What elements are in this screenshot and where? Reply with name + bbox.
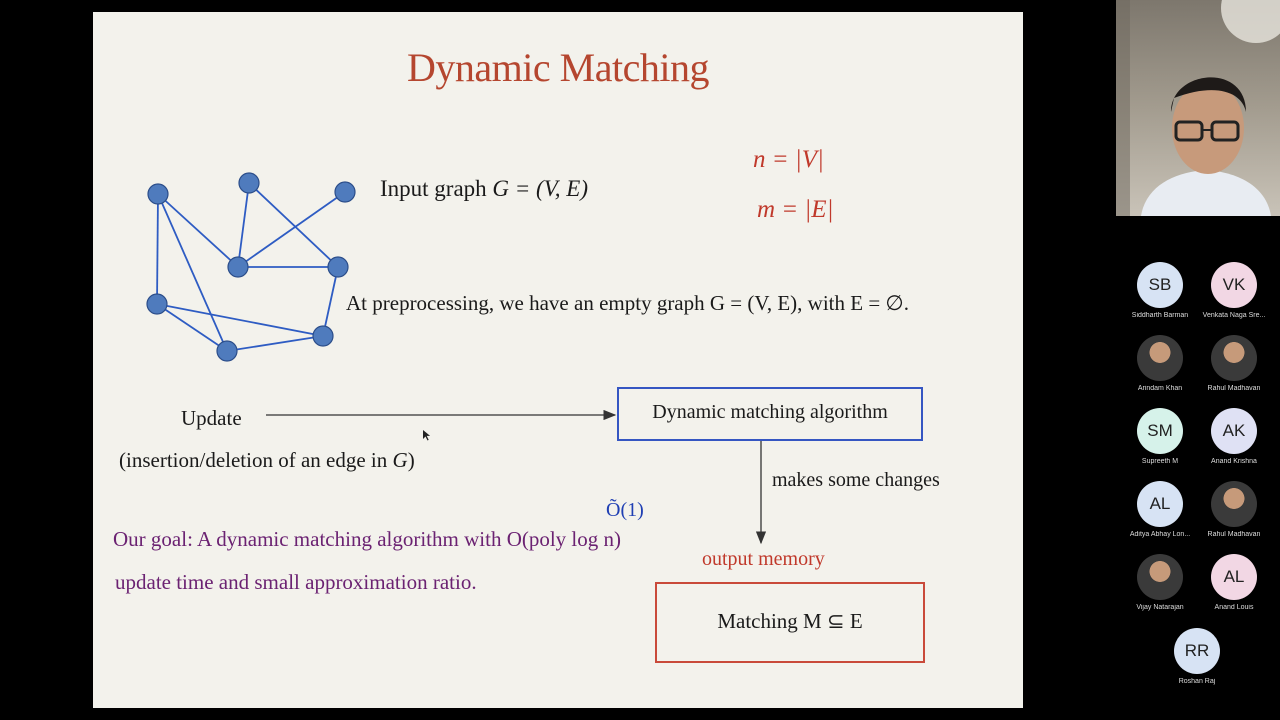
avatar-photo: [1137, 554, 1183, 600]
avatar-photo: [1211, 481, 1257, 527]
graph-edge: [157, 193, 228, 352]
graph-edge: [248, 182, 339, 268]
avatar: VK: [1211, 262, 1257, 308]
graph-node: [334, 181, 356, 203]
graph-diagram: [146, 172, 356, 362]
input-graph-label: Input graph G = (V, E): [380, 176, 588, 202]
graph-node: [146, 293, 168, 315]
graph-edge: [322, 266, 339, 337]
input-graph-prefix: Input graph: [380, 176, 493, 201]
goal-line-1: Our goal: A dynamic matching algorithm w…: [113, 527, 622, 551]
avatar-photo: [1211, 335, 1257, 381]
changes-label: makes some changes: [772, 469, 940, 491]
participant-tile[interactable]: Arindam Khan: [1124, 335, 1196, 392]
participant-name: Roshan Raj: [1178, 678, 1216, 685]
participant-name: Rahul Madhavan: [1207, 531, 1261, 538]
flow-arrows: [266, 409, 767, 545]
update-description: (insertion/deletion of an edge in G): [119, 448, 415, 473]
graph-edge: [226, 335, 324, 352]
participant-tile[interactable]: SM Supreeth M: [1124, 408, 1196, 465]
avatar: AL: [1211, 554, 1257, 600]
update-desc-prefix: (insertion/deletion of an edge in: [119, 448, 393, 472]
update-desc-suffix: ): [407, 448, 415, 472]
participant-name: Anand Louis: [1214, 604, 1254, 611]
n-definition: n = |V|: [753, 146, 824, 173]
avatar: SB: [1137, 262, 1183, 308]
graph-edge: [157, 193, 239, 268]
presentation-slide: Dynamic Matching Input graph G = (V, E) …: [93, 12, 1023, 708]
participant-name: Vijay Natarajan: [1136, 604, 1184, 611]
update-desc-var: G: [392, 448, 408, 472]
output-memory-label: output memory: [702, 548, 825, 570]
goal-line-2: update time and small approximation rati…: [115, 570, 477, 594]
avatar: AK: [1211, 408, 1257, 454]
participant-name: Siddharth Barman: [1131, 312, 1189, 319]
avatar: AL: [1137, 481, 1183, 527]
participant-tile[interactable]: AL Aditya Abhay Lon...: [1124, 481, 1196, 538]
graph-node: [312, 325, 334, 347]
participant-tile[interactable]: VK Venkata Naga Sre...: [1198, 262, 1270, 319]
graph-edge: [237, 191, 346, 268]
graph-edge: [237, 182, 250, 268]
avatar-photo: [1137, 335, 1183, 381]
participant-name: Arindam Khan: [1137, 385, 1183, 392]
speaker-silhouette: [1116, 0, 1280, 216]
update-label: Update: [181, 406, 242, 430]
graph-node: [238, 172, 260, 194]
participant-tile[interactable]: RR Roshan Raj: [1161, 628, 1233, 685]
preprocessing-text: At preprocessing, we have an empty graph…: [346, 291, 909, 315]
speaker-video-feed: [1116, 0, 1280, 216]
graph-edge: [156, 303, 324, 337]
graph-node: [327, 256, 349, 278]
o-tilde-label: Õ(1): [606, 499, 644, 521]
graph-edge: [156, 303, 228, 352]
participant-tile[interactable]: Rahul Madhavan: [1198, 481, 1270, 538]
m-definition: m = |E|: [757, 196, 834, 223]
algorithm-box-label: Dynamic matching algorithm: [652, 401, 888, 423]
slide-title: Dynamic Matching: [407, 45, 709, 90]
participant-tile[interactable]: AL Anand Louis: [1198, 554, 1270, 611]
participant-tile[interactable]: AK Anand Krishna: [1198, 408, 1270, 465]
graph-node: [147, 183, 169, 205]
participant-name: Rahul Madhavan: [1207, 385, 1261, 392]
participant-tile[interactable]: Vijay Natarajan: [1124, 554, 1196, 611]
graph-node: [216, 340, 238, 362]
participant-name: Supreeth M: [1141, 458, 1179, 465]
participant-name: Venkata Naga Sre...: [1202, 312, 1266, 319]
matching-box-label: Matching M ⊆ E: [717, 609, 863, 633]
avatar: SM: [1137, 408, 1183, 454]
participant-name: Anand Krishna: [1211, 458, 1257, 465]
participant-tile[interactable]: Rahul Madhavan: [1198, 335, 1270, 392]
avatar: RR: [1174, 628, 1220, 674]
matching-box: Matching M ⊆ E: [655, 582, 925, 663]
participant-tile[interactable]: SB Siddharth Barman: [1124, 262, 1196, 319]
algorithm-box: Dynamic matching algorithm: [617, 387, 923, 441]
graph-edge: [156, 193, 159, 305]
participant-name: Aditya Abhay Lon...: [1129, 531, 1191, 538]
input-graph-math: G = (V, E): [492, 176, 589, 201]
mouse-pointer-icon: [423, 430, 431, 441]
graph-node: [227, 256, 249, 278]
